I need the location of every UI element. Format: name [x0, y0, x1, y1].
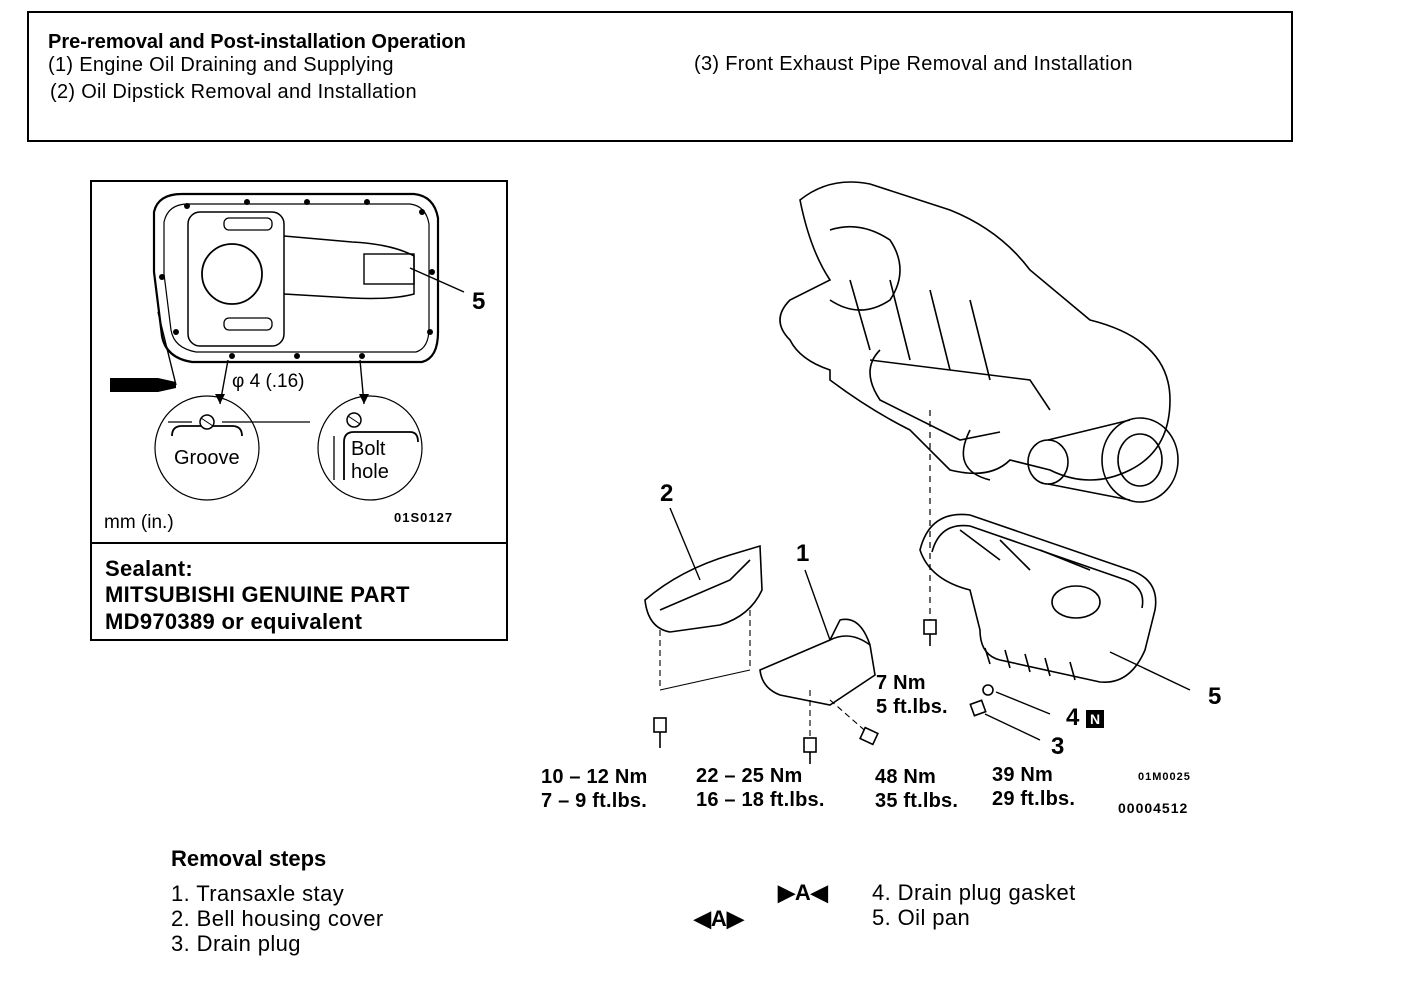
removal-marker-a: ◀A▶ — [694, 906, 744, 931]
detail-figure-code: 01S0127 — [394, 510, 454, 525]
arrow-right-icon: ▶ — [778, 880, 795, 905]
removal-step-3: 3. Drain plug — [171, 931, 301, 956]
torque-stay-bolt-nm: 48 Nm — [875, 766, 937, 788]
torque-stay-ft: 16 – 18 ft.lbs. — [696, 789, 825, 811]
torque-bell-housing-nm: 10 – 12 Nm — [541, 766, 648, 788]
torque-oil-pan-ft: 5 ft.lbs. — [876, 696, 948, 718]
torque-oil-pan-nm: 7 Nm — [876, 672, 926, 694]
arrow-left-icon: ◀ — [810, 880, 828, 905]
bead-size-label: φ 4 (.16) — [232, 371, 305, 392]
bolt-hole-label-line2: hole — [351, 461, 389, 483]
sealant-part: MITSUBISHI GENUINE PART — [105, 582, 410, 607]
callout-1: 1 — [796, 540, 810, 567]
main-figure-code: 01M0025 — [1138, 771, 1191, 783]
torque-bell-housing-ft: 7 – 9 ft.lbs. — [541, 790, 647, 812]
new-part-tag-n: N — [1086, 709, 1105, 728]
sealant-divider — [92, 542, 506, 544]
removal-step-4: 4. Drain plug gasket — [872, 880, 1076, 905]
document-number: 00004512 — [1118, 800, 1189, 816]
callout-3: 3 — [1051, 733, 1065, 760]
arrow-left-icon: ◀ — [694, 906, 711, 931]
callout-5: 5 — [1208, 683, 1222, 710]
sealant-detail-box: 5 φ 4 (.16) Groove Bolt hole mm (in.) 01… — [90, 180, 508, 641]
sealant-detail-drawing — [110, 192, 465, 501]
removal-steps-title: Removal steps — [171, 846, 327, 871]
removal-step-2: 2. Bell housing cover — [171, 906, 384, 931]
torque-drain-plug-ft: 29 ft.lbs. — [992, 788, 1076, 810]
torque-stay-nm: 22 – 25 Nm — [696, 765, 803, 787]
arrow-right-icon: ▶ — [726, 906, 744, 931]
detail-callout-5: 5 — [472, 288, 486, 315]
callout-2: 2 — [660, 480, 674, 507]
pre-operation-item-2: (2) Oil Dipstick Removal and Installatio… — [50, 81, 417, 103]
pre-operation-heading: Pre-removal and Post-installation Operat… — [48, 31, 466, 53]
torque-stay-bolt-ft: 35 ft.lbs. — [875, 790, 959, 812]
groove-label: Groove — [174, 447, 240, 469]
sealant-part-number: MD970389 or equivalent — [105, 609, 363, 634]
pre-operation-item-3: (3) Front Exhaust Pipe Removal and Insta… — [694, 53, 1133, 75]
sealant-title: Sealant: — [105, 556, 193, 581]
oil-pan-exploded-view — [644, 181, 1191, 764]
pre-operation-box: Pre-removal and Post-installation Operat… — [27, 11, 1293, 142]
units-label: mm (in.) — [104, 512, 174, 533]
pre-operation-item-1: (1) Engine Oil Draining and Supplying — [48, 54, 394, 76]
installation-marker-a: ▶A◀ — [778, 880, 828, 905]
callout-4: 4 N — [1066, 704, 1105, 732]
torque-drain-plug-nm: 39 Nm — [992, 764, 1054, 786]
removal-step-5: 5. Oil pan — [872, 905, 971, 930]
removal-step-1: 1. Transaxle stay — [171, 881, 345, 906]
bolt-hole-label-line1: Bolt — [351, 438, 386, 460]
